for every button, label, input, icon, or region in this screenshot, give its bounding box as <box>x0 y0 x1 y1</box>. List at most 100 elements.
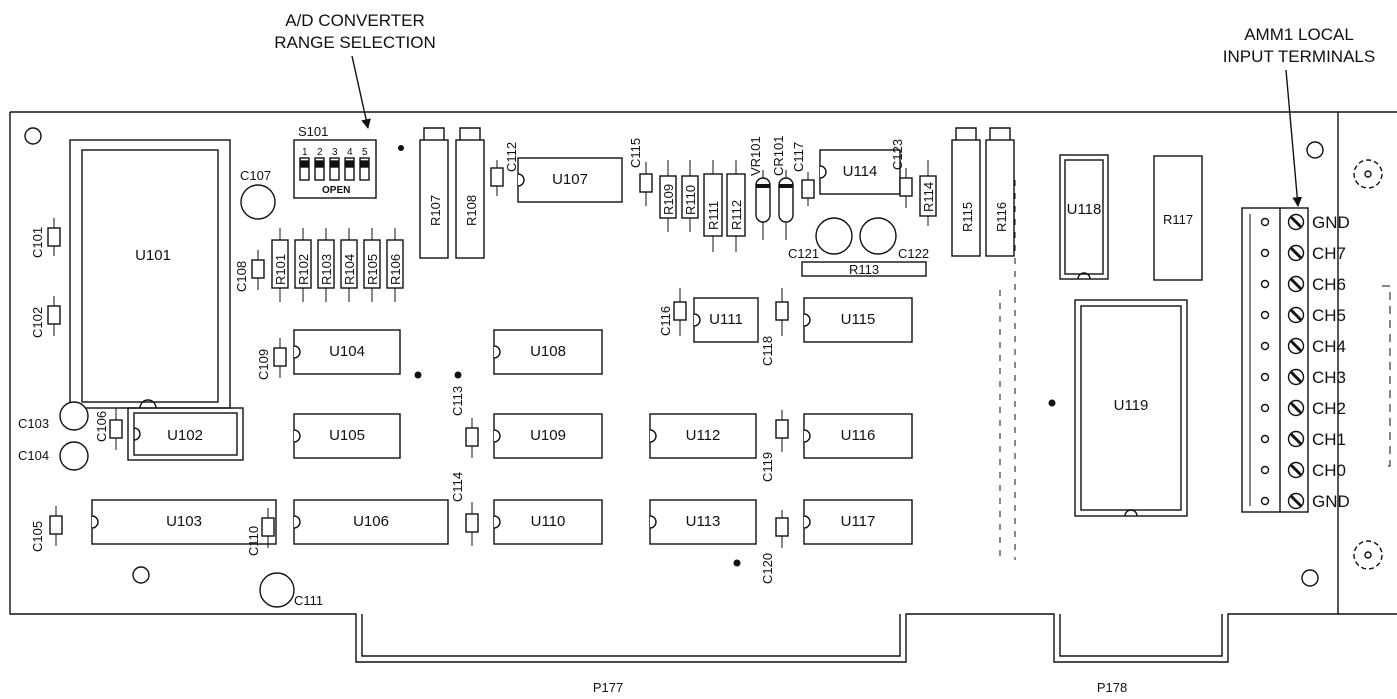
connector-p178: P178 <box>1097 680 1127 695</box>
label-c119: C119 <box>760 452 775 482</box>
label-vr101: VR101 <box>748 136 763 176</box>
chip-u102: U102 <box>127 407 244 461</box>
terminal-label-ch1: CH1 <box>1312 430 1346 449</box>
terminal-hole <box>1260 341 1270 351</box>
label-c112: C112 <box>504 142 519 172</box>
amm1-callout-arrow <box>1285 69 1303 207</box>
axial-capacitors: C101 C102 C105 C106 C108 C109 C110 C112 … <box>30 138 913 584</box>
cap-c105: C105 <box>30 506 63 552</box>
switch-pos-3: 3 <box>332 147 338 158</box>
screw-slot <box>1289 277 1303 291</box>
label-c106: C106 <box>94 411 109 442</box>
cap-c104: C104 <box>18 441 89 471</box>
resistor-r110: R110 <box>681 160 699 232</box>
cap-c108: C108 <box>234 250 265 292</box>
screw-slot <box>1289 401 1303 415</box>
cap-c107: C107 <box>240 168 276 220</box>
chip-u109: U109 <box>493 413 603 459</box>
terminal-screw[interactable] <box>1287 399 1305 417</box>
terminal-screw[interactable] <box>1287 430 1305 448</box>
dip-switch-s101[interactable]: S101 1 2 3 4 5 OPEN <box>293 124 377 199</box>
terminal-label-ch6: CH6 <box>1312 275 1346 294</box>
label-c120: C120 <box>760 553 775 584</box>
resistor-r109: R109 <box>659 160 677 232</box>
cap-c118: C118 <box>760 288 789 366</box>
label-c104: C104 <box>18 448 49 463</box>
resistor-r115: R115 <box>951 127 981 257</box>
terminal-screw[interactable] <box>1287 213 1305 231</box>
chip-u106: U106 <box>293 499 449 545</box>
resistor-r107: R107 <box>419 127 449 259</box>
label-r103: R103 <box>319 254 334 285</box>
label-c122: C122 <box>898 246 929 261</box>
label-r104: R104 <box>342 254 357 285</box>
label-r105: R105 <box>365 254 380 285</box>
terminal-screw[interactable] <box>1287 461 1305 479</box>
diode-vr101: VR101 <box>748 136 771 240</box>
label-c123: C123 <box>890 139 905 170</box>
ad-converter-callout: A/D CONVERTER RANGE SELECTION <box>274 11 436 129</box>
label-r117: R117 <box>1163 212 1193 227</box>
switch-pos-1: 1 <box>302 147 308 158</box>
label-c113: C113 <box>450 386 465 416</box>
label-u115: U115 <box>841 311 876 328</box>
screw-slot <box>1289 246 1303 260</box>
terminal-label-ch3: CH3 <box>1312 368 1346 387</box>
label-c107: C107 <box>240 168 271 183</box>
resistor-r112: R112 <box>726 160 746 252</box>
chip-u113: U113 <box>649 499 757 545</box>
label-u105: U105 <box>329 427 365 444</box>
label-u112: U112 <box>686 427 721 444</box>
screw-slot <box>1289 432 1303 446</box>
cap-c122: C122 <box>859 217 929 261</box>
resistor-r111: R111 <box>703 160 723 252</box>
terminal-screw[interactable] <box>1287 244 1305 262</box>
terminal-label-ch4: CH4 <box>1312 337 1346 356</box>
cap-c115: C115 <box>628 138 653 206</box>
cap-c117: C117 <box>791 142 815 206</box>
terminal-screw[interactable] <box>1287 368 1305 386</box>
resistor-r101: R101 <box>271 228 289 302</box>
screw-slot <box>1289 339 1303 353</box>
label-u103: U103 <box>166 513 202 530</box>
terminal-label-ch0: CH0 <box>1312 461 1346 480</box>
label-u109: U109 <box>530 427 566 444</box>
label-c108: C108 <box>234 261 249 292</box>
s101-label: S101 <box>298 124 328 139</box>
resistor-r113: R113 <box>801 261 927 277</box>
cap-c112: C112 <box>490 142 519 196</box>
terminal-screw[interactable] <box>1287 492 1305 510</box>
label-c111: C111 <box>294 593 323 608</box>
label-u116: U116 <box>841 427 876 444</box>
label-r114: R114 <box>921 182 936 212</box>
label-c117: C117 <box>791 142 806 172</box>
terminal-screw[interactable] <box>1287 306 1305 324</box>
screw-slot <box>1289 215 1303 229</box>
resistor-r104: R104 <box>340 228 358 302</box>
terminal-label-ch5: CH5 <box>1312 306 1346 325</box>
mounting-holes <box>24 127 1383 587</box>
resistor-r106: R106 <box>386 228 404 302</box>
terminal-screw[interactable] <box>1287 337 1305 355</box>
chip-u116: U116 <box>803 413 913 459</box>
label-u114: U114 <box>843 163 878 180</box>
screw-slot <box>1289 308 1303 322</box>
terminal-screw[interactable] <box>1287 275 1305 293</box>
terminal-label-ch7: CH7 <box>1312 244 1346 263</box>
label-r107: R107 <box>428 195 443 226</box>
chip-u104: U104 <box>293 329 401 375</box>
resistor-r103: R103 <box>317 228 335 302</box>
screw-slot <box>1289 463 1303 477</box>
cap-c109: C109 <box>256 338 287 380</box>
cap-c119: C119 <box>760 410 789 482</box>
cap-c123: C123 <box>890 139 913 208</box>
label-c114: C114 <box>450 472 465 502</box>
chip-u115: U115 <box>803 297 913 343</box>
terminal-hole <box>1260 496 1270 506</box>
label-u107: U107 <box>552 171 588 188</box>
chip-u118: U118 <box>1059 154 1109 280</box>
label-r101: R101 <box>273 254 288 285</box>
label-r108: R108 <box>464 195 479 226</box>
chip-u119: U119 <box>1074 299 1188 517</box>
